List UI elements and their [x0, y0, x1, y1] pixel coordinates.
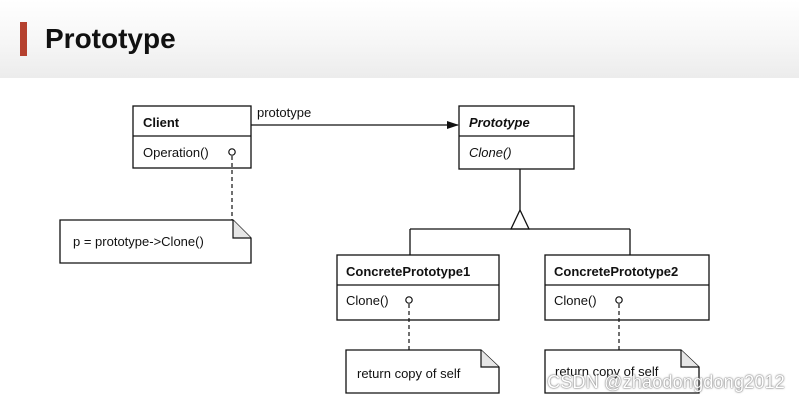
client-note-text: p = prototype->Clone() — [73, 234, 204, 249]
prototype-operation: Clone() — [469, 145, 512, 160]
client-class: Client Operation() — [132, 105, 252, 169]
client-operation: Operation() — [143, 145, 209, 160]
concrete-prototype2-class: ConcretePrototype2 Clone() — [544, 254, 710, 321]
title-accent-bar — [20, 22, 27, 56]
concrete2-note-text: return copy of self — [555, 364, 659, 379]
concrete1-note-text: return copy of self — [357, 366, 461, 381]
prototype-class: Prototype Clone() — [458, 105, 575, 170]
concrete-prototype2-operation: Clone() — [554, 293, 597, 308]
slide-header: Prototype — [0, 0, 799, 78]
concrete-prototype2-name: ConcretePrototype2 — [554, 264, 678, 279]
concrete2-note: return copy of self — [544, 349, 700, 394]
concrete1-operation-note-anchor — [405, 296, 413, 304]
slide-title: Prototype — [45, 23, 176, 54]
prototype-class-name: Prototype — [469, 115, 530, 130]
concrete-prototype1-name: ConcretePrototype1 — [346, 264, 470, 279]
association-label: prototype — [257, 105, 311, 120]
client-note: p = prototype->Clone() — [59, 219, 252, 264]
generalization-triangle — [509, 208, 531, 230]
concrete2-operation-note-anchor — [615, 296, 623, 304]
concrete1-note: return copy of self — [345, 349, 500, 394]
concrete-prototype1-class: ConcretePrototype1 Clone() — [336, 254, 500, 321]
prototype-association: prototype — [251, 105, 459, 129]
inheritance-connector — [409, 169, 631, 255]
client-operation-note-anchor — [228, 148, 236, 156]
client-class-name: Client — [143, 115, 180, 130]
csdn-watermark: CSDN @zhaodongdong2012 — [547, 372, 785, 392]
concrete-prototype1-operation: Clone() — [346, 293, 389, 308]
